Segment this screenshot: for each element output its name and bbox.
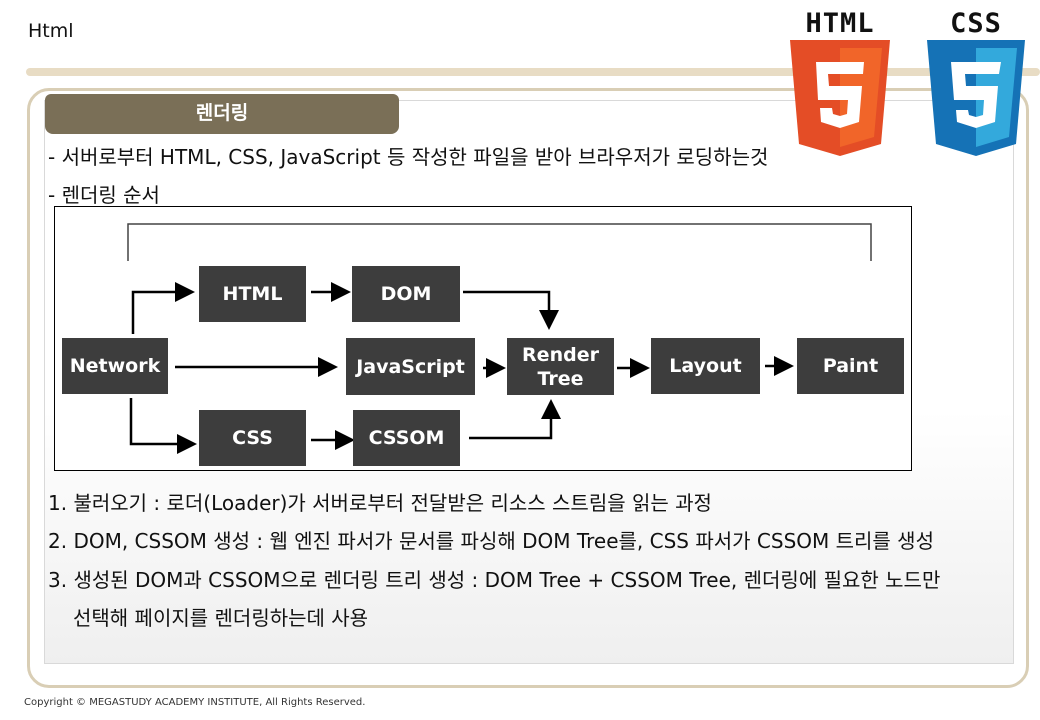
node-dom: DOM [352,266,460,322]
page-title: Html [28,20,74,42]
css-logo-text: CSS [950,8,1002,39]
css3-logo: CSS [925,8,1027,158]
node-layout: Layout [651,338,760,394]
html-logo-text: HTML [805,8,875,39]
node-network: Network [62,338,168,394]
diagram-connectors [127,223,872,454]
title-underline [26,68,1040,76]
render-tree-label-line1: Render [522,343,599,366]
css3-shield-icon [927,40,1025,156]
html5-logo: HTML [788,8,892,158]
node-html: HTML [199,266,306,322]
step-3: 3. 생성된 DOM과 CSSOM으로 렌더링 트리 생성 : DOM Tree… [48,568,941,592]
node-css: CSS [199,410,306,466]
step-1: 1. 불러오기 : 로더(Loader)가 서버로부터 전달받은 리소스 스트림… [48,491,712,515]
node-paint: Paint [797,338,904,394]
section-tab: 렌더링 [45,94,399,134]
copyright: Copyright © MEGASTUDY ACADEMY INSTITUTE,… [24,697,366,708]
rendering-diagram: Network HTML DOM JavaScript Render Tree … [54,206,912,471]
render-tree-label-line2: Tree [537,367,584,390]
intro-line: - 서버로부터 HTML, CSS, JavaScript 등 작성한 파일을 … [48,145,769,169]
node-javascript: JavaScript [346,338,475,395]
node-cssom: CSSOM [353,410,460,466]
node-render-tree: Render Tree [507,338,614,395]
step-2: 2. DOM, CSSOM 생성 : 웹 엔진 파서가 문서를 파싱해 DOM … [48,529,934,553]
step-3-continued: 선택해 페이지를 렌더링하는데 사용 [73,606,369,630]
render-order-heading: - 렌더링 순서 [48,183,160,207]
html5-shield-icon [790,40,890,156]
